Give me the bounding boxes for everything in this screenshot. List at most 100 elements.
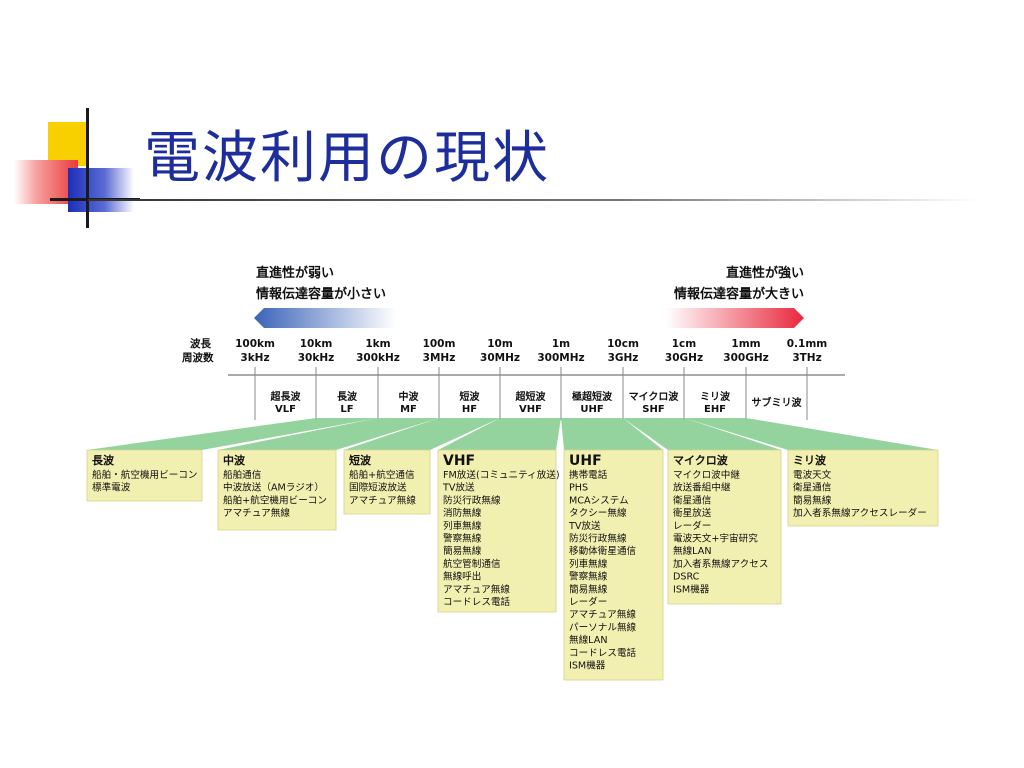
band-name-8: サブミリ波 bbox=[752, 396, 803, 409]
usage-box-bg-2 bbox=[343, 449, 431, 515]
scale-wavelength-9: 0.1mm bbox=[787, 338, 828, 350]
usage-box-bg-1 bbox=[217, 449, 337, 531]
usage-box-title-5: マイクロ波 bbox=[673, 453, 729, 467]
usage-box-bg-0 bbox=[86, 449, 203, 502]
usage-item-3-4: 列車無線 bbox=[443, 520, 482, 532]
usage-box-bg-6 bbox=[787, 449, 939, 527]
scale-wavelength-2: 1km bbox=[365, 338, 390, 350]
usage-item-6-0: 電波天文 bbox=[793, 469, 832, 481]
usage-box-title-2: 短波 bbox=[349, 453, 372, 467]
usage-box-title-3: VHF bbox=[443, 453, 475, 469]
usage-item-4-14: コードレス電話 bbox=[569, 647, 637, 659]
usage-item-3-8: 無線呼出 bbox=[443, 571, 481, 583]
usage-item-4-5: 防災行政無線 bbox=[569, 533, 627, 545]
header-left-line1: 直進性が弱い bbox=[256, 265, 334, 281]
scale-wavelength-4: 10m bbox=[487, 338, 513, 350]
usage-item-4-12: パーソナル無線 bbox=[569, 621, 637, 633]
logo-red-square bbox=[14, 160, 78, 204]
usage-item-1-0: 船舶通信 bbox=[223, 469, 262, 481]
usage-item-5-7: 加入者系無線アクセス bbox=[673, 558, 768, 570]
usage-item-5-2: 衛星通信 bbox=[673, 494, 712, 506]
scale-frequency-2: 300kHz bbox=[356, 352, 400, 364]
usage-item-4-8: 警察無線 bbox=[569, 571, 608, 583]
usage-item-4-13: 無線LAN bbox=[569, 634, 608, 646]
usage-item-4-3: タクシー無線 bbox=[569, 507, 627, 519]
band-fan-3 bbox=[438, 418, 561, 450]
scale-frequency-3: 3MHz bbox=[423, 352, 456, 364]
usage-item-2-2: アマチュア無線 bbox=[349, 494, 416, 506]
band-name-4: 超短波 bbox=[515, 390, 547, 403]
usage-item-4-7: 列車無線 bbox=[569, 558, 608, 570]
axis-label-frequency: 周波数 bbox=[182, 351, 214, 364]
scale-wavelength-0: 100km bbox=[235, 338, 275, 350]
band-name-1: 長波 bbox=[337, 390, 358, 403]
usage-item-6-3: 加入者系無線アクセスレーダー bbox=[793, 507, 927, 519]
usage-item-6-2: 簡易無線 bbox=[793, 494, 832, 506]
header-right-line1: 直進性が強い bbox=[726, 265, 804, 281]
usage-box-title-0: 長波 bbox=[92, 453, 115, 467]
band-code-0: VLF bbox=[275, 404, 296, 415]
usage-item-5-8: DSRC bbox=[673, 572, 700, 583]
band-name-6: マイクロ波 bbox=[629, 390, 680, 403]
usage-item-3-3: 消防無線 bbox=[443, 507, 482, 519]
usage-item-0-0: 船舶・航空機用ビーコン bbox=[92, 469, 198, 481]
left-direction-arrow bbox=[254, 308, 396, 328]
scale-frequency-6: 3GHz bbox=[608, 352, 639, 364]
usage-item-4-4: TV放送 bbox=[568, 520, 601, 532]
scale-wavelength-7: 1cm bbox=[672, 338, 697, 350]
usage-item-3-9: アマチュア無線 bbox=[443, 583, 510, 595]
usage-item-2-0: 船舶+航空通信 bbox=[349, 469, 415, 481]
scale-frequency-5: 300MHz bbox=[537, 352, 584, 364]
band-name-2: 中波 bbox=[399, 390, 420, 403]
usage-item-3-6: 簡易無線 bbox=[443, 545, 482, 557]
scale-frequency-4: 30MHz bbox=[480, 352, 520, 364]
scale-wavelength-5: 1m bbox=[552, 338, 570, 350]
usage-item-3-0: FM放送(コミュニティ放送) bbox=[443, 469, 560, 481]
band-code-7: EHF bbox=[704, 404, 726, 415]
usage-item-5-5: 電波天文+宇宙研究 bbox=[673, 533, 758, 545]
band-name-0: 超長波 bbox=[270, 390, 302, 403]
usage-item-5-0: マイクロ波中継 bbox=[673, 469, 740, 481]
usage-item-1-2: 船舶+航空機用ビーコン bbox=[223, 494, 327, 506]
usage-item-4-11: アマチュア無線 bbox=[569, 609, 636, 621]
scale-wavelength-3: 100m bbox=[423, 338, 456, 350]
logo-blue-square bbox=[68, 168, 134, 212]
usage-box-bg-5 bbox=[667, 449, 782, 605]
header-left-line2: 情報伝達容量が小さい bbox=[256, 286, 386, 302]
header-right-line2: 情報伝達容量が大きい bbox=[674, 286, 804, 302]
band-fan-1 bbox=[218, 418, 439, 450]
usage-item-1-3: アマチュア無線 bbox=[223, 507, 290, 519]
band-name-5: 極超短波 bbox=[572, 390, 613, 403]
usage-box-bg-3 bbox=[437, 449, 557, 613]
scale-wavelength-8: 1mm bbox=[731, 338, 760, 350]
slide-logo bbox=[0, 0, 140, 230]
usage-box-title-1: 中波 bbox=[223, 453, 246, 467]
usage-item-3-10: コードレス電話 bbox=[443, 596, 511, 608]
band-fan-6 bbox=[684, 418, 938, 450]
usage-box-bg-4 bbox=[563, 449, 664, 681]
scale-wavelength-1: 10km bbox=[300, 338, 333, 350]
band-fan-5 bbox=[623, 418, 781, 450]
usage-item-5-4: レーダー bbox=[673, 520, 711, 532]
band-code-6: SHF bbox=[642, 404, 664, 415]
scale-frequency-8: 300GHz bbox=[723, 352, 768, 364]
usage-boxes: 長波船舶・航空機用ビーコン標準電波中波船舶通信中波放送（AMラジオ）船舶+航空機… bbox=[86, 449, 939, 681]
usage-item-4-6: 移動体衛星通信 bbox=[569, 545, 637, 557]
band-fan-0 bbox=[87, 418, 378, 450]
usage-box-3: VHFFM放送(コミュニティ放送)TV放送防災行政無線消防無線列車無線警察無線簡… bbox=[437, 449, 560, 613]
band-labels: 超長波VLF長波LF中波MF短波HF超短波VHF極超短波UHFマイクロ波SHFミ… bbox=[270, 390, 803, 415]
usage-item-3-7: 航空管制通信 bbox=[443, 558, 501, 570]
band-fan-4 bbox=[561, 418, 663, 450]
band-allocation-fans bbox=[87, 418, 938, 450]
usage-item-4-0: 携帯電話 bbox=[569, 469, 608, 481]
usage-item-5-3: 衛星放送 bbox=[673, 507, 712, 519]
